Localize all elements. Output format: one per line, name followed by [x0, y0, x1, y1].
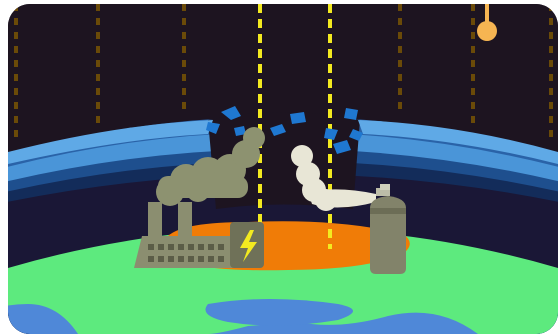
illustration-frame [8, 4, 558, 334]
ozone-depletion-illustration [8, 4, 558, 334]
ozone-fragment-icon [290, 112, 306, 124]
ozone-fragment-icon [344, 108, 358, 120]
